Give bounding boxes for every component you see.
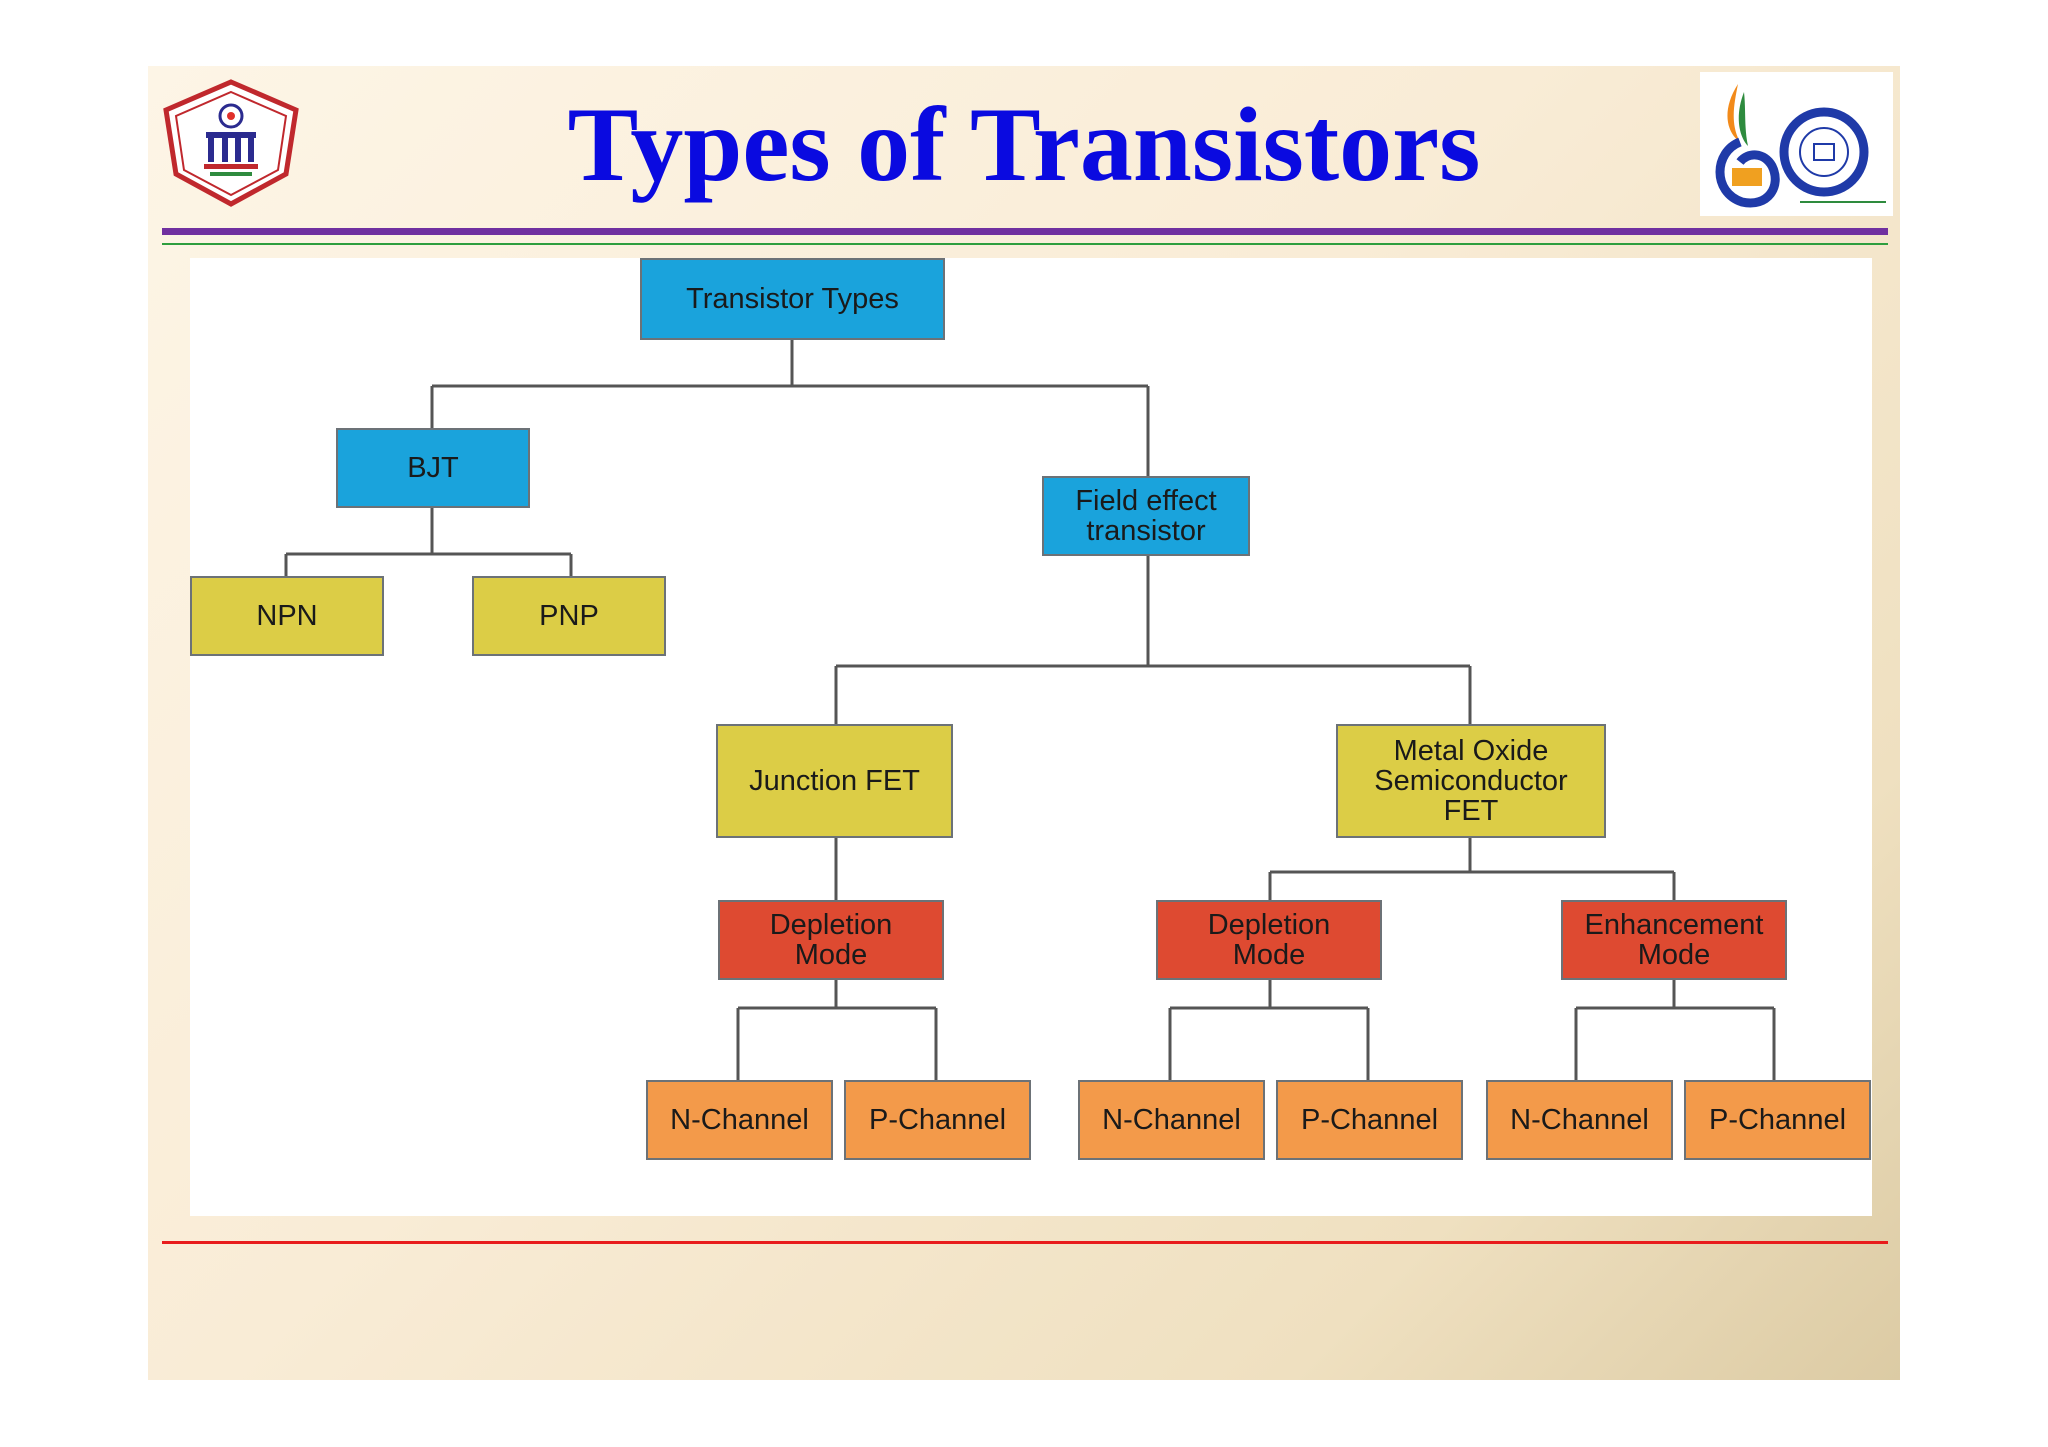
node-jfet-depletion-mode: Depletion Mode <box>718 900 944 980</box>
page-title: Types of Transistors <box>567 86 1481 203</box>
node-npn: NPN <box>190 576 384 656</box>
node-mosfet-enhancement-mode: Enhancement Mode <box>1561 900 1787 980</box>
nit-warangal-logo <box>163 79 299 207</box>
header-rule <box>162 228 1888 235</box>
jubilee-logo <box>1700 72 1893 216</box>
node-mosfet-depletion-p-channel: P-Channel <box>1276 1080 1463 1160</box>
node-mosfet-depletion-mode: Depletion Mode <box>1156 900 1382 980</box>
node-mosfet: Metal Oxide Semiconductor FET <box>1336 724 1606 838</box>
header-thin-rule <box>162 243 1888 245</box>
node-jfet-p-channel: P-Channel <box>844 1080 1031 1160</box>
node-jfet-n-channel: N-Channel <box>646 1080 833 1160</box>
diagram-panel: Transistor Types BJT NPN PNP Field effec… <box>190 258 1872 1216</box>
footer-rule <box>162 1241 1888 1244</box>
node-junction-fet: Junction FET <box>716 724 953 838</box>
node-bjt: BJT <box>336 428 530 508</box>
node-pnp: PNP <box>472 576 666 656</box>
node-field-effect-transistor: Field effect transistor <box>1042 476 1250 556</box>
node-mosfet-enhancement-n-channel: N-Channel <box>1486 1080 1673 1160</box>
node-mosfet-depletion-n-channel: N-Channel <box>1078 1080 1265 1160</box>
node-transistor-types: Transistor Types <box>640 258 945 340</box>
node-mosfet-enhancement-p-channel: P-Channel <box>1684 1080 1871 1160</box>
connector-lines <box>284 340 1776 1080</box>
